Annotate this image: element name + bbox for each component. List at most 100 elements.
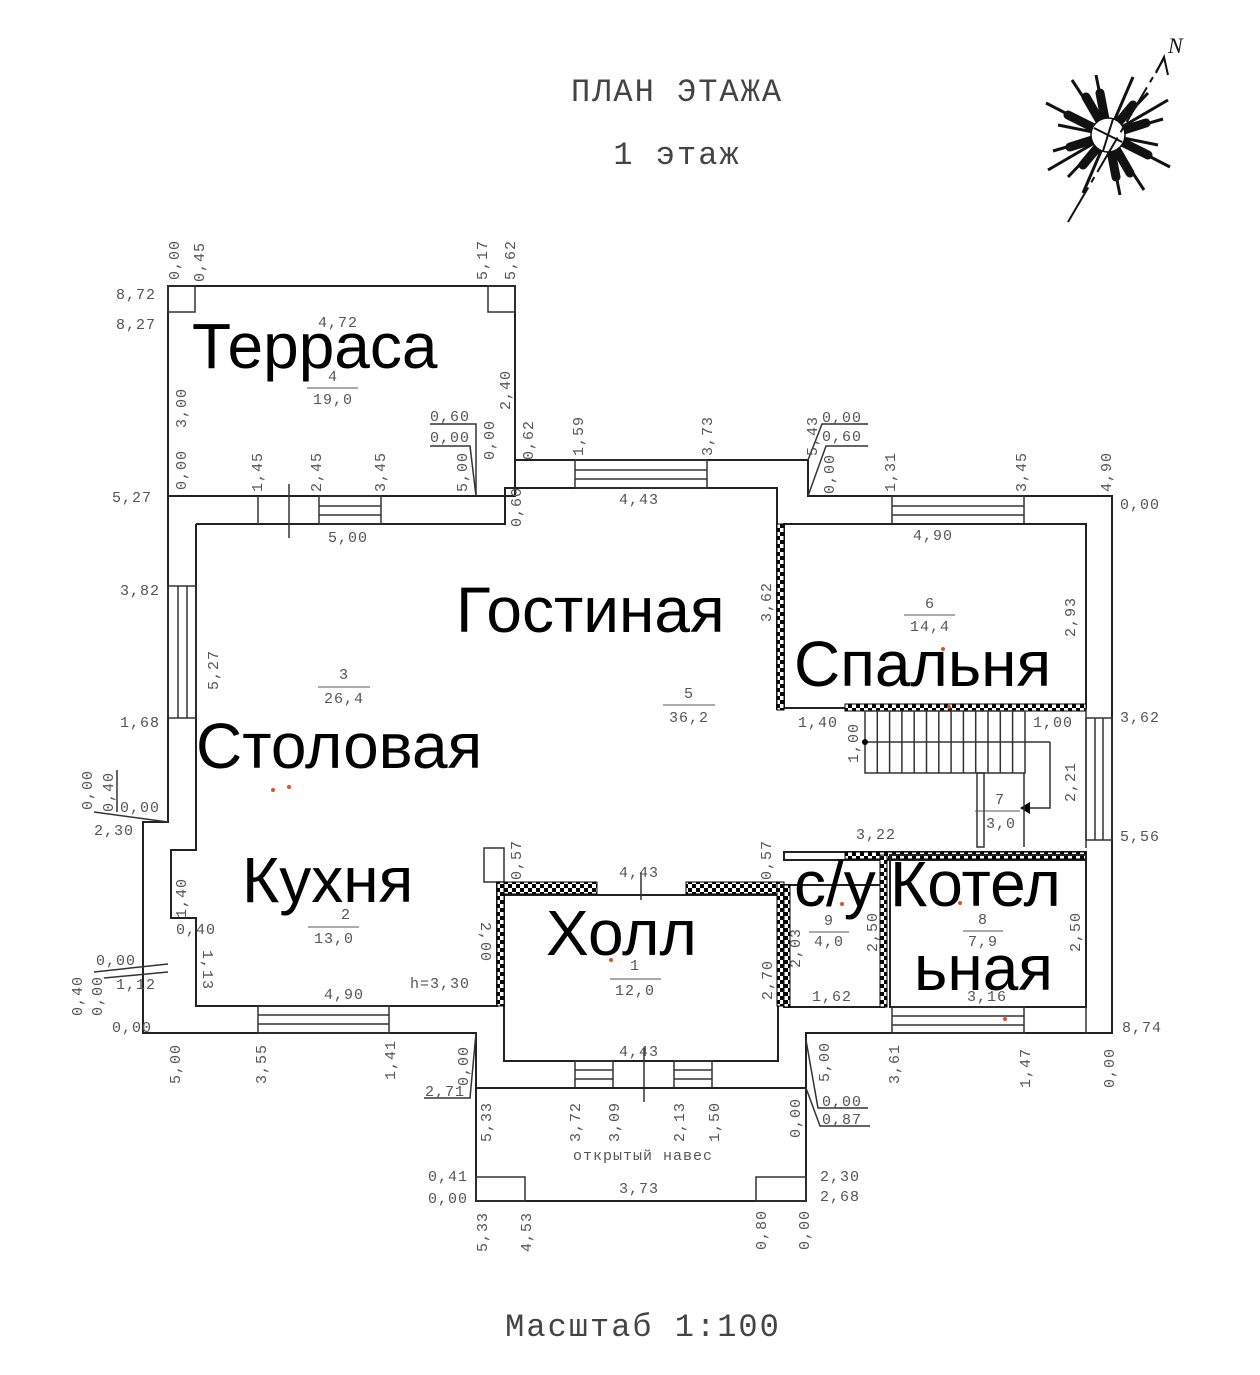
- dim-label: 0,40: [176, 922, 216, 939]
- dim-label: 1,12: [116, 977, 156, 994]
- canopy-note: открытый навес: [573, 1148, 713, 1165]
- dim-label: 0,41: [428, 1169, 468, 1186]
- dim-label: 3,72: [568, 1102, 585, 1142]
- dim-label: 5,33: [479, 1102, 496, 1142]
- dim-label: 0,00: [822, 1094, 862, 1111]
- dim-label: 3,09: [607, 1102, 624, 1142]
- dim-label: 5,33: [475, 1212, 492, 1252]
- dim-label: 0,00: [90, 976, 107, 1016]
- dim-label: 1,31: [883, 452, 900, 492]
- dim-label: 4,90: [324, 987, 364, 1004]
- dim-label: 0,80: [754, 1210, 771, 1250]
- dim-label: 8,27: [116, 317, 156, 334]
- room-area: 3,0: [986, 816, 1016, 833]
- dim-label: 1,59: [571, 416, 588, 456]
- dim-label: 4,43: [619, 492, 659, 509]
- dim-label: 1,40: [174, 878, 191, 918]
- room-area: 26,4: [324, 691, 364, 708]
- dim-label: 2,50: [1068, 912, 1085, 952]
- room-area: 4,0: [814, 934, 844, 951]
- dim-label: 0,87: [822, 1112, 862, 1129]
- room-name-kitchen: Кухня: [242, 844, 413, 916]
- dim-label: 0,60: [430, 409, 470, 426]
- dim-label: 0,00: [428, 1191, 468, 1208]
- room-name-terrace: Терраса: [192, 310, 438, 382]
- dim-label: 3,55: [254, 1044, 271, 1084]
- compass-rose-icon: N: [1045, 33, 1184, 223]
- dim-label: 0,00: [482, 420, 499, 460]
- staircase: [862, 710, 1051, 848]
- markers: [271, 647, 1007, 1021]
- dim-label: 3,16: [967, 989, 1007, 1006]
- dim-label: 4,43: [619, 865, 659, 882]
- dim-label: 1,47: [1018, 1048, 1035, 1088]
- dim-label: 0,00: [797, 1210, 814, 1250]
- dim-label: 1,13: [198, 950, 215, 990]
- dim-label: 0,57: [759, 840, 776, 880]
- dim-label: 0,00: [430, 430, 470, 447]
- dim-label: 0,40: [70, 976, 87, 1016]
- room-name-bedroom: Спальня: [794, 628, 1051, 700]
- room-name-living: Гостиная: [456, 574, 725, 646]
- dim-label: 3,22: [856, 827, 896, 844]
- room-area: 7,9: [968, 934, 998, 951]
- dim-label: 4,90: [913, 528, 953, 545]
- outer-wall: [168, 459, 1113, 1089]
- dim-label: 2,03: [788, 928, 805, 968]
- dim-label: 5,00: [455, 452, 472, 492]
- dim-label: 5,62: [503, 240, 520, 280]
- dim-label: 2,30: [820, 1169, 860, 1186]
- dim-label: 2,68: [820, 1189, 860, 1206]
- room-name-boiler-2: ьная: [914, 932, 1053, 1004]
- dim-label: 0,00: [174, 450, 191, 490]
- room-area: 19,0: [313, 392, 353, 409]
- room-number: 1: [630, 958, 640, 975]
- canopy-outline: [475, 1087, 807, 1202]
- dim-label: 0,00: [1102, 1048, 1119, 1088]
- dim-label: 1,50: [707, 1102, 724, 1142]
- dim-label: 2,40: [498, 370, 515, 410]
- room-number: 9: [824, 913, 834, 930]
- dim-label: 3,62: [1120, 710, 1160, 727]
- dim-label: 2,71: [425, 1084, 465, 1101]
- dim-label: 8,74: [1122, 1020, 1162, 1037]
- dim-label: 2,93: [1063, 597, 1080, 637]
- dim-label: 0,00: [120, 800, 160, 817]
- plan-title: ПЛАН ЭТАЖА: [571, 74, 783, 111]
- room-area: 14,4: [910, 619, 950, 636]
- room-number: 4: [328, 369, 338, 386]
- dim-label: 3,62: [759, 582, 776, 622]
- dim-label: 4,72: [318, 315, 358, 332]
- dim-label: 3,82: [120, 583, 160, 600]
- dim-label: 3,73: [619, 1181, 659, 1198]
- dim-label: 5,27: [206, 650, 223, 690]
- dim-label: 5,27: [112, 490, 152, 507]
- dim-label: 0,00: [456, 1046, 473, 1086]
- dim-label: 3,61: [887, 1044, 904, 1084]
- room-number: 5: [684, 686, 694, 703]
- dim-label: 2,70: [760, 960, 777, 1000]
- ceiling-height-note: h=3,30: [410, 976, 470, 993]
- dim-label: 0,00: [167, 240, 184, 280]
- dim-label: 0,00: [80, 770, 97, 810]
- room-name-boiler: Котел: [890, 848, 1061, 920]
- dim-label: 1,40: [798, 715, 838, 732]
- dim-label: 5,56: [1120, 829, 1160, 846]
- room-area: 36,2: [669, 710, 709, 727]
- outer-wall-left: [142, 496, 169, 1034]
- dim-label: 4,53: [519, 1212, 536, 1252]
- dim-label: 0,00: [112, 1020, 152, 1037]
- plan-subtitle: 1 этаж: [613, 137, 740, 174]
- dim-label: 1,68: [120, 715, 160, 732]
- dim-label: 8,72: [116, 287, 156, 304]
- room-number: 3: [339, 667, 349, 684]
- dim-label: 5,00: [328, 530, 368, 547]
- room-name-dining: Столовая: [196, 710, 482, 782]
- dimension-labels: 0,00 0,45 5,17 5,62 8,72 8,27 4,72 3,00 …: [70, 240, 1162, 1252]
- dim-label: 0,60: [822, 429, 862, 446]
- room-area: 13,0: [314, 931, 354, 948]
- room-number: 6: [925, 596, 935, 613]
- dim-label: 0,00: [822, 454, 839, 494]
- room-name-bath: с/у: [794, 848, 876, 920]
